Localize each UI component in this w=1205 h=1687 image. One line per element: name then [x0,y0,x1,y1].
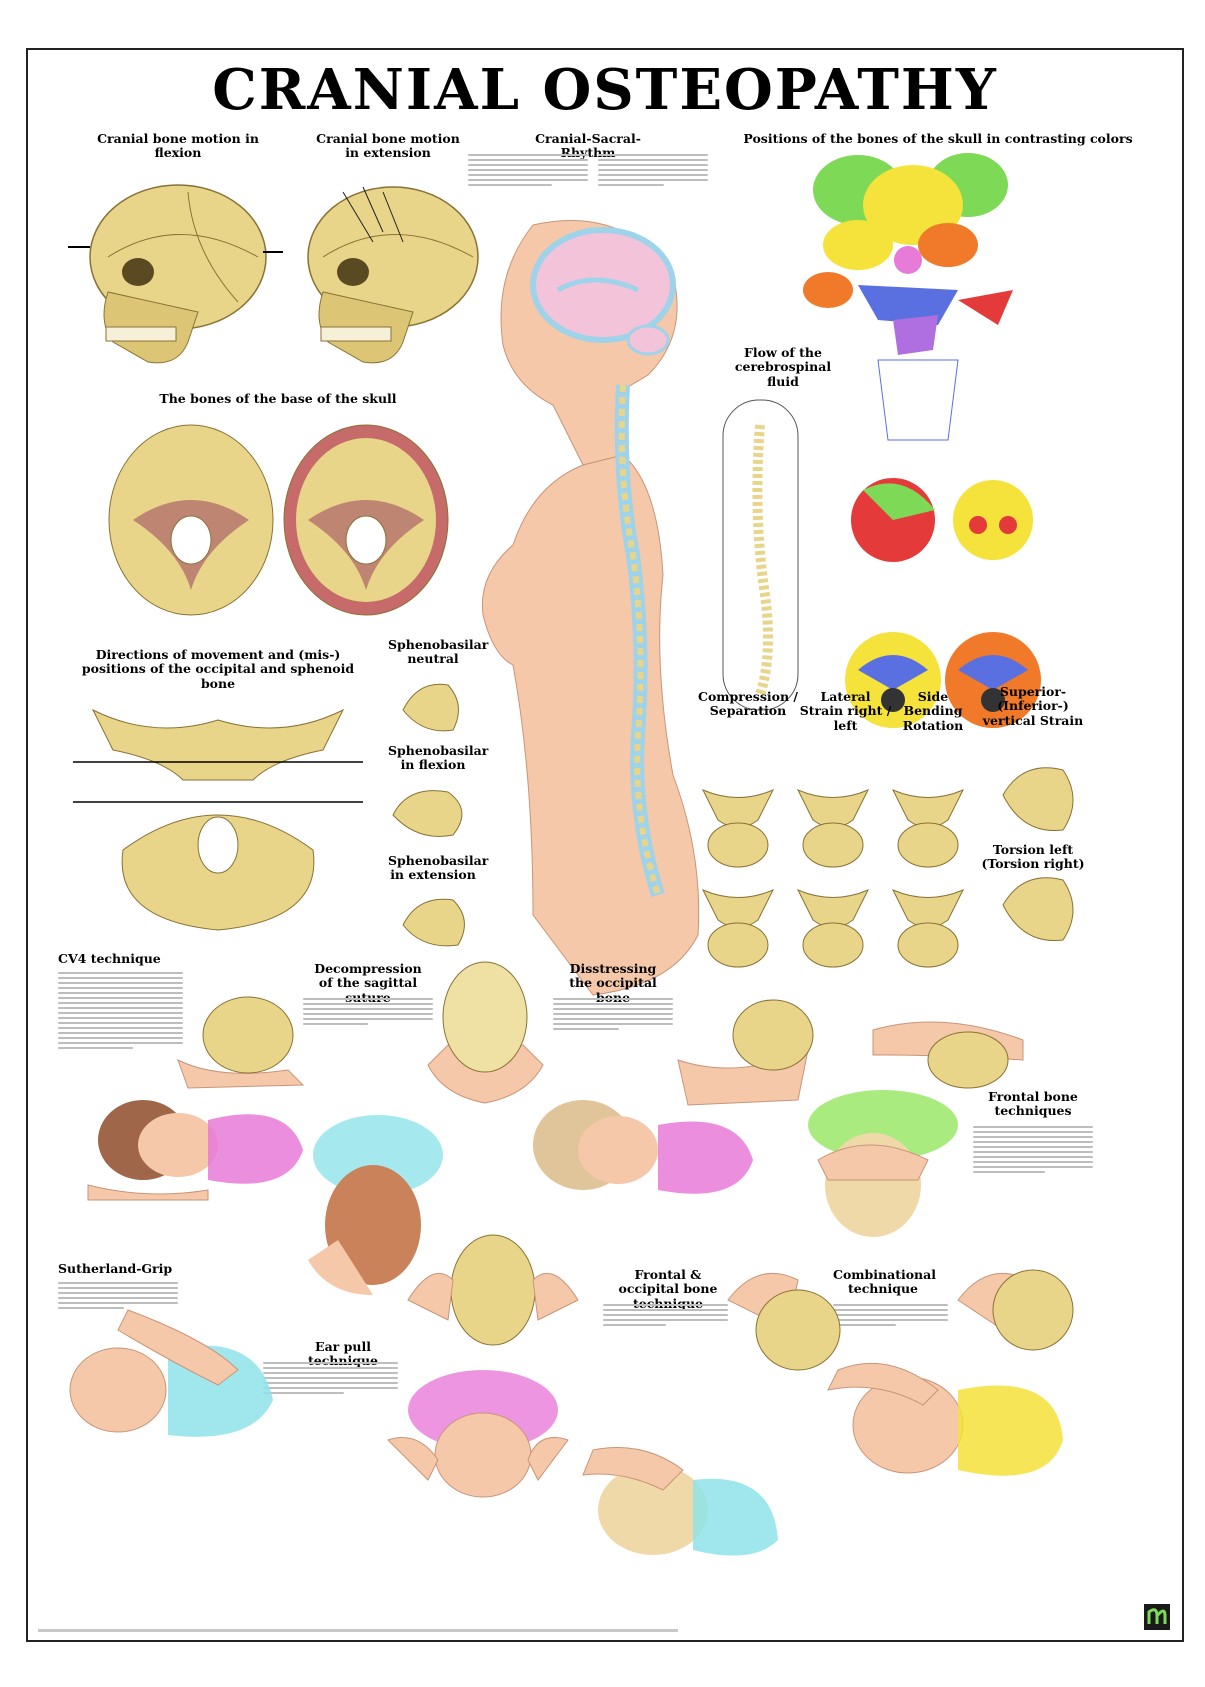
sb-neutral-figure [402,683,459,732]
sb-flexion-figure [392,790,463,837]
patient-green-frontal [808,1090,958,1237]
ear-pull-text [263,1362,398,1397]
rhythm-text-right [598,154,708,189]
heading-frontal-bone: Frontal bone techniques [988,1089,1078,1119]
cv4-text [58,972,183,1052]
heading-disstressing: Disstressing the occipital bone [569,961,657,1004]
frontal-bone-text [973,1126,1093,1176]
rhythm-text-left [468,154,588,189]
heading-side-bending: Side Bending Rotation [902,689,964,733]
skull-extension-illustration [307,186,479,364]
strain-pattern-figures [701,789,965,968]
heading-ear-pull: Ear pull technique [307,1339,379,1369]
footer-fine-print [38,1629,678,1632]
csf-flow-diagram [722,399,799,711]
heading-csf-flow: Flow of the cerebrospinal fluid [734,345,832,389]
disstressing-hands-skull [677,999,814,1106]
ear-pull-skull [407,1234,579,1346]
vertical-torsion-figures [1002,767,1074,942]
decompression-hands-skull [427,961,544,1104]
sutherland-text [58,1282,178,1312]
colored-skull-bones-exploded [803,153,1013,441]
sutherland-grip-patient [69,1309,273,1437]
colored-skulls-views [845,478,1041,728]
patient-magenta-occipital [533,1100,753,1194]
heading-sb-extension: Sphenobasilar in extension [388,853,489,883]
combinational-text [833,1304,948,1329]
poster-title: CRANIAL OSTEOPATHY [212,57,998,123]
disstressing-text [553,998,673,1033]
ear-pull-patient [387,1370,569,1498]
skull-base-left [108,424,274,616]
heading-lateral-strain: Lateral Strain right / left [799,689,892,733]
combinational-patient [827,1362,1063,1476]
heading-vertical-strain: Superior-(Inferior-) vertical Strain [982,684,1084,728]
heading-directions: Directions of movement and (mis-) positi… [81,647,355,691]
heading-sb-neutral: Sphenobasilar neutral [388,637,489,667]
heading-compression: Compression / Separation [698,689,798,719]
decompression-text [303,998,433,1028]
cv4-hands-skull [177,996,305,1089]
heading-skull-base: The bones of the base of the skull [159,391,397,406]
heading-combinational: Combinational technique [833,1267,936,1297]
heading-extension: Cranial bone motion in extension [316,131,460,161]
skull-flexion-illustration [68,184,283,364]
patient-green-top-view [308,1115,443,1295]
heading-decompression: Decompression of the sagittal suture [314,961,422,1004]
heading-torsion: Torsion left (Torsion right) [981,842,1085,872]
patient-pink-shirt [87,1100,303,1201]
occipital-hold-hands-skull [872,1021,1024,1089]
cranio-sacral-figure [481,220,700,996]
frontal-occipital-skull [727,1272,841,1371]
heading-sb-flexion: Sphenobasilar in flexion [388,743,489,773]
poster: CRANIAL OSTEOPATHY Cranial bone motion i… [26,48,1184,1642]
skull-base-right [283,424,449,616]
sb-extension-figure [402,898,465,947]
heading-rhythm: Cranial-Sacral-Rhythm [535,131,641,161]
publisher-logo [1144,1604,1170,1630]
heading-frontal-occipital: Frontal & occipital bone technique [618,1267,718,1310]
occipital-sphenoid-directions [73,708,363,931]
frontal-occipital-text [603,1304,728,1329]
heading-positions: Positions of the bones of the skull in c… [743,131,1133,146]
heading-sutherland: Sutherland-Grip [58,1261,173,1276]
heading-flexion: Cranial bone motion in flexion [97,131,259,161]
frontal-occipital-patient [582,1447,778,1556]
heading-cv4: CV4 technique [58,951,161,966]
combinational-skull [957,1269,1074,1351]
